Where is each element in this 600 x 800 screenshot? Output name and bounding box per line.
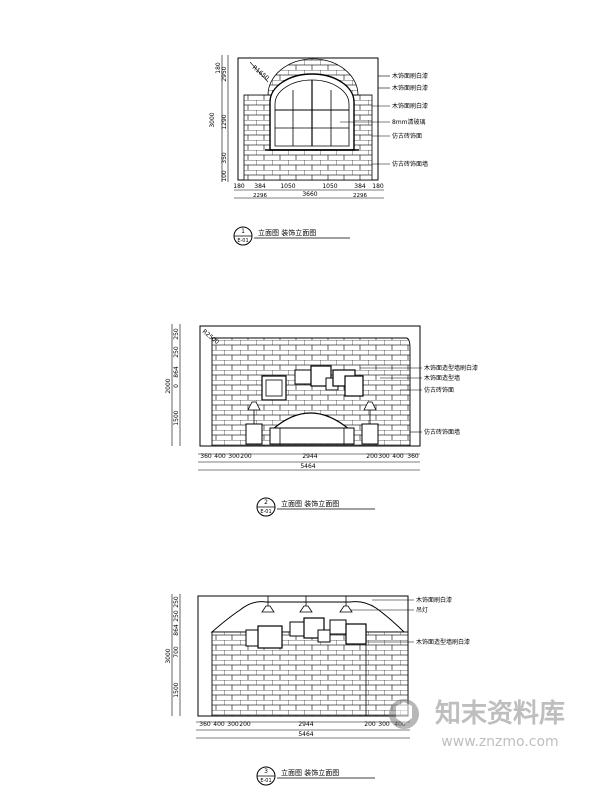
dim-h1-4: 384 — [354, 183, 366, 190]
dim-total-1: 3660 — [302, 191, 317, 198]
callout-3-2: 木饰面造型墙刷白漆 — [416, 638, 470, 646]
dim-v1-0: 180 — [215, 62, 222, 74]
callout-1-4: 仿古砖饰面 — [392, 132, 422, 140]
dim-h3-5: 200 — [364, 721, 376, 728]
dim-h2-8: 360 — [407, 453, 419, 460]
callout-1-3: 8mm清玻璃 — [392, 118, 426, 126]
dim-v3-1: 250 — [173, 610, 180, 622]
dim-v2-3: 0 — [173, 384, 180, 388]
subtotal-1-b: 2296 — [353, 193, 367, 199]
dim-h3-0: 360 — [199, 721, 211, 728]
callout-2-1: 木饰面造型墙 — [424, 374, 460, 382]
subtotal-1-a: 2296 — [253, 193, 267, 199]
dim-h2-2: 300 — [228, 453, 240, 460]
callout-2-3: 仿古砖饰面墙 — [424, 428, 460, 436]
callout-1-2: 木饰面刷白漆 — [392, 102, 428, 110]
picture-frames — [261, 365, 364, 401]
dim-v3-4: 1500 — [173, 682, 180, 697]
callout-3-1: 吊灯 — [416, 606, 428, 614]
callout-1-1: 木饰面刷白漆 — [392, 84, 428, 92]
dim-total-3: 5464 — [298, 731, 313, 738]
callout-2-2: 仿古砖饰面 — [424, 386, 454, 394]
caption-2: 2 E-01 立面图 装饰立面图 — [256, 497, 375, 517]
dim-h1-3: 1050 — [322, 183, 337, 190]
dim-v2-5: 2000 — [165, 378, 172, 393]
pendant-lamps — [261, 596, 353, 613]
dim-h1-1: 384 — [254, 183, 266, 190]
watermark: 知末资料库 www.znzmo.com — [389, 699, 565, 750]
dim-h2-3: 200 — [240, 453, 252, 460]
dim-v1-5: 100 — [221, 170, 228, 182]
picture-frames-3 — [245, 617, 367, 649]
caption-1: 1 E-01 立面图 装饰立面图 — [233, 226, 350, 246]
svg-text:E-01: E-01 — [260, 509, 271, 515]
side-tables — [245, 401, 379, 445]
callout-3-0: 木饰面刷白漆 — [416, 596, 452, 604]
elevation-drawing-1: 180 2950 1290 350 3000 100 R1650 180 384… — [209, 55, 428, 246]
dim-h2-7: 400 — [392, 453, 404, 460]
dim-h2-6: 300 — [378, 453, 390, 460]
dim-v3-5: 3000 — [165, 648, 172, 663]
caption-text-1: 立面图 装饰立面图 — [258, 228, 316, 237]
dim-h3-4: 2944 — [298, 721, 313, 728]
dim-h3-3: 200 — [239, 721, 251, 728]
dim-h1-5: 180 — [372, 183, 384, 190]
dim-h2-4: 2944 — [302, 453, 317, 460]
svg-text:E-01: E-01 — [237, 238, 248, 244]
svg-text:E-01: E-01 — [260, 778, 271, 784]
dim-h1-0: 180 — [233, 183, 245, 190]
caption-text-2: 立面图 装饰立面图 — [281, 499, 339, 508]
radius-label-1: R1650 — [251, 64, 271, 82]
dim-h3-1: 400 — [213, 721, 225, 728]
elevation-drawing-3: 250 250 864 700 1500 3000 360 400 300 20… — [165, 594, 470, 786]
dim-v2-4: 1500 — [173, 410, 180, 425]
watermark-title: 知末资料库 — [435, 699, 565, 729]
dim-v3-0: 250 — [173, 596, 180, 608]
callout-2-0: 木饰面造型墙刷白漆 — [424, 364, 478, 372]
arched-window — [265, 73, 359, 151]
dim-h3-6: 300 — [378, 721, 390, 728]
dim-v1-3: 350 — [221, 152, 228, 164]
dim-v3-2: 864 — [173, 624, 180, 636]
dim-v2-0: 250 — [173, 328, 180, 340]
callouts-3: 木饰面刷白漆 吊灯 木饰面造型墙刷白漆 — [350, 596, 470, 646]
caption-3: 3 E-01 立面图 装饰立面图 — [256, 766, 375, 786]
svg-text:1: 1 — [241, 228, 245, 235]
radius-label-2: R2500 — [201, 328, 221, 346]
svg-text:3: 3 — [264, 768, 268, 775]
svg-text:2: 2 — [264, 499, 268, 506]
caption-text-3: 立面图 装饰立面图 — [281, 768, 339, 777]
callouts-1: 木饰面刷白漆 木饰面刷白漆 木饰面刷白漆 8mm清玻璃 仿古砖饰面 仿古砖饰面墙 — [340, 72, 428, 168]
sofa — [269, 412, 355, 445]
dim-v1-1: 2950 — [221, 66, 228, 81]
dim-h1-2: 1050 — [280, 183, 295, 190]
dim-h2-1: 400 — [214, 453, 226, 460]
watermark-url: www.znzmo.com — [441, 734, 558, 750]
dim-v3-3: 700 — [173, 646, 180, 658]
callout-1-0: 木饰面刷白漆 — [392, 72, 428, 80]
callout-1-5: 仿古砖饰面墙 — [392, 160, 428, 168]
dim-v2-1: 250 — [173, 346, 180, 358]
dim-total-2: 5464 — [300, 463, 315, 470]
dim-v1-4: 3000 — [209, 112, 216, 127]
dim-v2-2: 864 — [173, 366, 180, 378]
dim-h2-0: 360 — [200, 453, 212, 460]
elevation-drawing-2: 250 250 864 0 1500 2000 R2500 360 400 30… — [165, 324, 478, 517]
watermark-logo-icon — [389, 699, 419, 729]
dim-h3-2: 300 — [227, 721, 239, 728]
dim-v1-2: 1290 — [221, 114, 228, 129]
callouts-2: 木饰面造型墙刷白漆 木饰面造型墙 仿古砖饰面 仿古砖饰面墙 — [360, 364, 478, 436]
dim-h2-5: 200 — [366, 453, 378, 460]
